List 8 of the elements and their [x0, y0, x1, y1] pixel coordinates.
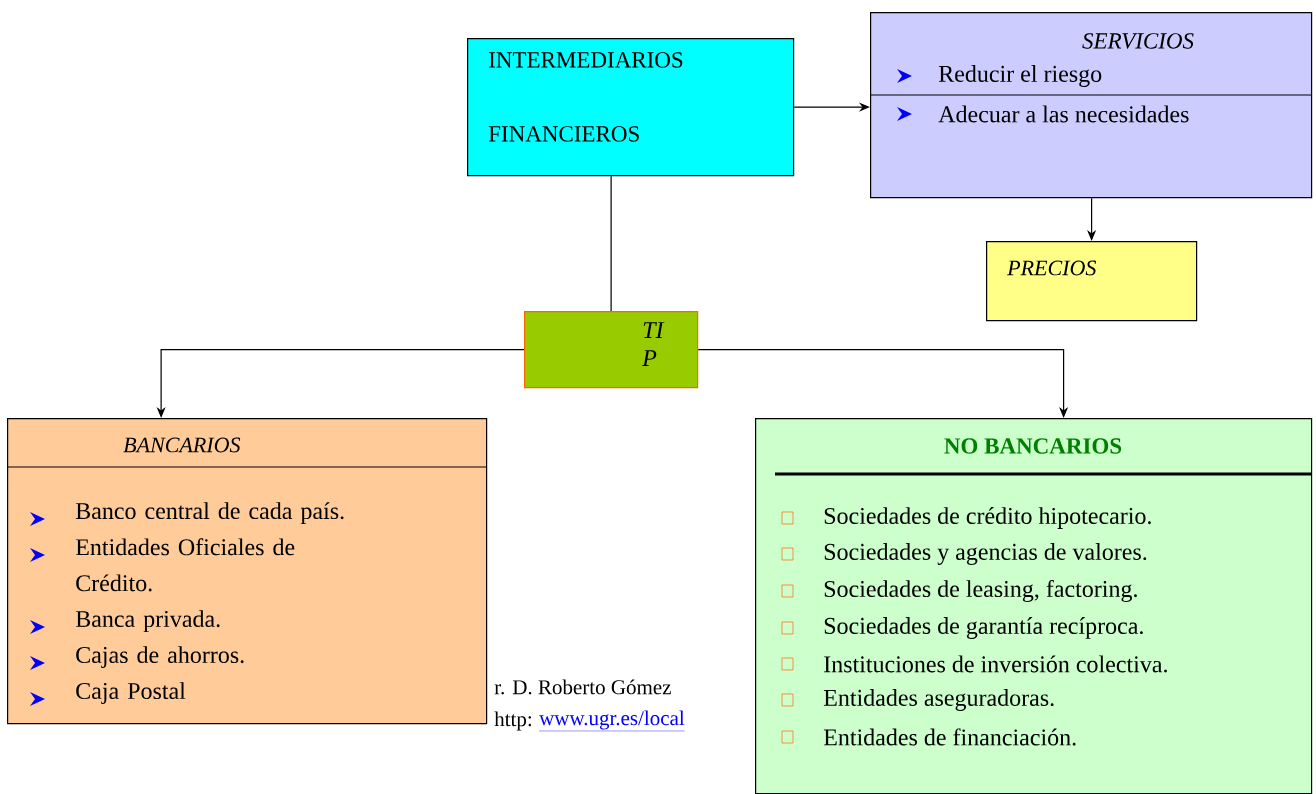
list-box: NO BANCARIOS Sociedades de crédito hipotecario. Sociedades y agencias de valores. Sociedades de leasing, factoring. Sociedades de garantía recíproca. Instituciones de inversión colectiva. Entidades aseguradoras. Entidades de financiación. [755, 418, 1313, 794]
process-box: PRECIOS [986, 241, 1198, 322]
services-box: SERVICIOS Reducir el riesgo Adecuar a las necesidades [869, 12, 1313, 199]
process-box: INTERMEDIARIOS FINANCIEROS [467, 38, 795, 177]
author-note: http: [494, 711, 531, 731]
list-box: BANCARIOS Banco central de cada país. Entidades Oficiales de Crédito. Banca privada. Cajas de ahorros. Caja Postal [6, 418, 488, 725]
link: www.ugr.es/local [538, 710, 685, 732]
category-box: TI P [524, 311, 699, 389]
